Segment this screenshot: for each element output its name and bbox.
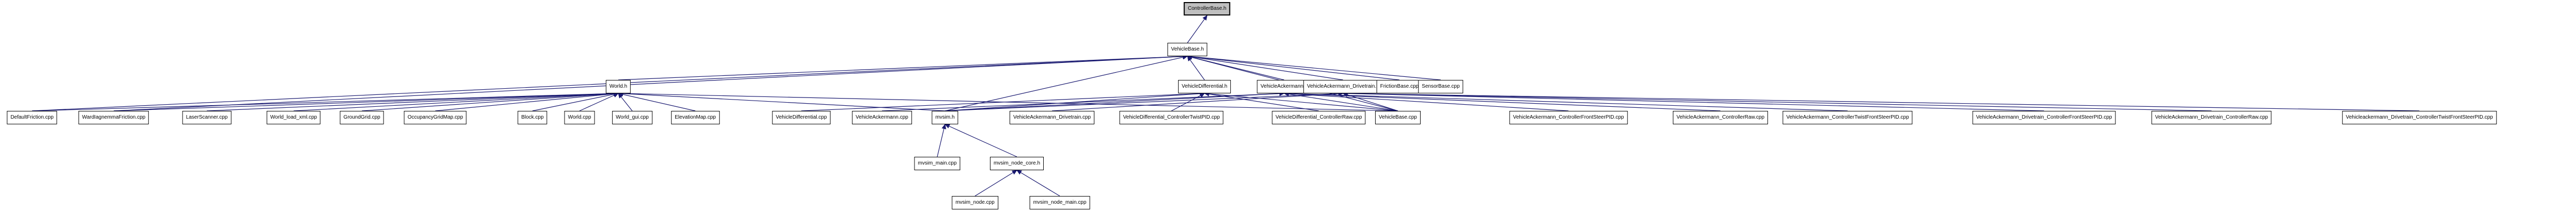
edge-mvsim_h-to-VehicleDifferential_h: [944, 91, 1205, 111]
graph-node-Block_cpp[interactable]: Block.cpp: [517, 111, 547, 124]
edge-VehicleAckermann_ControllerRaw_cpp-to-VehicleAckermann_h: [1284, 91, 1721, 111]
edge-VehicleAckermann_Drivetrain_h-to-VehicleBase_h: [1187, 54, 1344, 80]
graph-node-VehicleAckermann_cpp[interactable]: VehicleAckermann.cpp: [852, 111, 912, 124]
edge-Vehicleackermann_Drivetrain_ControllerTwistFrontSteerPID_cpp-to-VehicleAckermann_Drivetrain_h: [1343, 91, 2420, 111]
edge-VehicleAckermann_ControllerFrontSteerPID_cpp-to-VehicleAckermann_h: [1284, 91, 1569, 111]
edge-VehicleAckermann_Drivetrain_ControllerFrontSteerPID_cpp-to-VehicleAckermann_Drivetrain_h: [1343, 91, 2045, 111]
edge-VehicleAckermann_cpp-to-VehicleAckermann_h: [881, 91, 1285, 111]
graph-node-mvsim_node_cpp[interactable]: mvsim_node.cpp: [952, 196, 998, 209]
graph-node-ElevationMap_cpp[interactable]: ElevationMap.cpp: [671, 111, 720, 124]
graph-node-VehicleBase_h[interactable]: VehicleBase.h: [1167, 43, 1208, 56]
edge-SensorBase_cpp-to-VehicleBase_h: [1187, 54, 1441, 80]
graph-node-VehicleAckermann_ControllerRaw_cpp[interactable]: VehicleAckermann_ControllerRaw.cpp: [1672, 111, 1769, 124]
graph-node-World_load_xml_cpp[interactable]: World_load_xml.cpp: [266, 111, 321, 124]
graph-node-OccupancyGridMap_cpp[interactable]: OccupancyGridMap.cpp: [404, 111, 467, 124]
edge-WardIagnemmaFriction_cpp-to-VehicleBase_h: [113, 54, 1188, 111]
edge-VehicleDifferential_ControllerTwistPID_cpp-to-VehicleDifferential_h: [1171, 93, 1205, 111]
edge-OccupancyGridMap_cpp-to-World_h: [435, 91, 619, 111]
graph-node-VehicleDifferential_ControllerRaw_cpp[interactable]: VehicleDifferential_ControllerRaw.cpp: [1272, 111, 1366, 124]
graph-node-SensorBase_cpp[interactable]: SensorBase.cpp: [1418, 80, 1464, 93]
edge-VehicleBase_h-to-ControllerBase_h: [1187, 15, 1208, 43]
graph-node-World_cpp[interactable]: World.cpp: [564, 111, 595, 124]
edge-VehicleAckermann_Drivetrain_ControllerRaw_cpp-to-VehicleAckermann_Drivetrain_h: [1343, 91, 2212, 111]
edge-World_cpp-to-World_h: [579, 93, 619, 111]
graph-node-VehicleDifferential_cpp[interactable]: VehicleDifferential.cpp: [772, 111, 831, 124]
graph-node-DefaultFriction_cpp[interactable]: DefaultFriction.cpp: [7, 111, 57, 124]
graph-node-World_gui_cpp[interactable]: World_gui.cpp: [612, 111, 652, 124]
graph-node-WardIagnemmaFriction_cpp[interactable]: WardIagnemmaFriction.cpp: [78, 111, 149, 124]
edge-VehicleDifferential_cpp-to-VehicleDifferential_h: [801, 91, 1205, 111]
graph-node-GroundGrid_cpp[interactable]: GroundGrid.cpp: [340, 111, 384, 124]
graph-node-mvsim_node_core_h[interactable]: mvsim_node_core.h: [989, 157, 1044, 170]
edge-FrictionBase_cpp-to-VehicleBase_h: [1187, 54, 1400, 80]
edge-DefaultFriction_cpp-to-World_h: [32, 91, 619, 111]
edge-mvsim_main_cpp-to-mvsim_h: [937, 124, 947, 157]
graph-node-VehicleAckermann_Drivetrain_ControllerRaw_cpp[interactable]: VehicleAckermann_Drivetrain_ControllerRa…: [2151, 111, 2272, 124]
edge-World_h-to-VehicleBase_h: [618, 54, 1188, 80]
edge-Block_cpp-to-World_h: [532, 92, 619, 111]
graph-node-mvsim_h[interactable]: mvsim.h: [932, 111, 958, 124]
graph-node-Vehicleackermann_Drivetrain_ControllerTwistFrontSteerPID_cpp[interactable]: Vehicleackermann_Drivetrain_ControllerTw…: [2342, 111, 2497, 124]
edge-World_load_xml_cpp-to-World_h: [293, 91, 619, 111]
graph-node-VehicleAckermann_ControllerTwistFrontSteerPID_cpp[interactable]: VehicleAckermann_ControllerTwistFrontSte…: [1782, 111, 1913, 124]
edge-mvsim_node_main_cpp-to-mvsim_node_core_h: [1016, 170, 1060, 197]
graph-node-VehicleDifferential_h[interactable]: VehicleDifferential.h: [1178, 80, 1231, 93]
graph-node-VehicleDifferential_ControllerTwistPID_cpp[interactable]: VehicleDifferential_ControllerTwistPID.c…: [1119, 111, 1224, 124]
edge-lines: [32, 15, 2420, 197]
edge-mvsim_node_core_h-to-mvsim_h: [944, 124, 1017, 157]
edge-mvsim_h-to-VehicleAckermann_h: [944, 91, 1285, 111]
graph-node-VehicleBase_cpp[interactable]: VehicleBase.cpp: [1375, 111, 1421, 124]
graph-node-World_h[interactable]: World.h: [605, 80, 631, 93]
graph-node-VehicleAckermann_ControllerFrontSteerPID_cpp[interactable]: VehicleAckermann_ControllerFrontSteerPID…: [1509, 111, 1628, 124]
edge-VehicleAckermann_Drivetrain_cpp-to-VehicleAckermann_Drivetrain_h: [1051, 91, 1344, 111]
edge-mvsim_node_cpp-to-mvsim_node_core_h: [974, 170, 1017, 197]
edge-VehicleAckermann_ControllerTwistFrontSteerPID_cpp-to-VehicleAckermann_h: [1284, 91, 1848, 111]
graph-node-ControllerBase_h: ControllerBase.h: [1183, 2, 1231, 15]
edge-WardIagnemmaFriction_cpp-to-World_h: [113, 91, 619, 111]
graph-node-LaserScanner_cpp[interactable]: LaserScanner.cpp: [182, 111, 232, 124]
graph-node-mvsim_main_cpp[interactable]: mvsim_main.cpp: [914, 157, 961, 170]
edge-VehicleDifferential_h-to-VehicleBase_h: [1187, 56, 1205, 80]
graph-node-mvsim_node_main_cpp[interactable]: mvsim_node_main.cpp: [1029, 196, 1090, 209]
graph-node-VehicleAckermann_Drivetrain_ControllerFrontSteerPID_cpp[interactable]: VehicleAckermann_Drivetrain_ControllerFr…: [1972, 111, 2116, 124]
graph-node-VehicleAckermann_Drivetrain_h[interactable]: VehicleAckermann_Drivetrain.h: [1303, 80, 1383, 93]
edge-mvsim_h-to-World_h: [618, 91, 946, 111]
edge-LaserScanner_cpp-to-World_h: [206, 91, 619, 111]
graph-node-FrictionBase_cpp[interactable]: FrictionBase.cpp: [1376, 80, 1423, 93]
graph-node-VehicleAckermann_Drivetrain_cpp[interactable]: VehicleAckermann_Drivetrain.cpp: [1009, 111, 1095, 124]
edge-GroundGrid_cpp-to-World_h: [361, 91, 619, 111]
edge-ElevationMap_cpp-to-World_h: [618, 92, 696, 111]
edge-VehicleBase_cpp-to-VehicleAckermann_h: [1284, 91, 1398, 111]
edge-VehicleBase_cpp-to-VehicleDifferential_h: [1204, 91, 1398, 111]
edge-VehicleBase_cpp-to-VehicleAckermann_Drivetrain_h: [1343, 92, 1398, 111]
edge-mvsim_h-to-VehicleAckermann_Drivetrain_h: [944, 91, 1344, 111]
